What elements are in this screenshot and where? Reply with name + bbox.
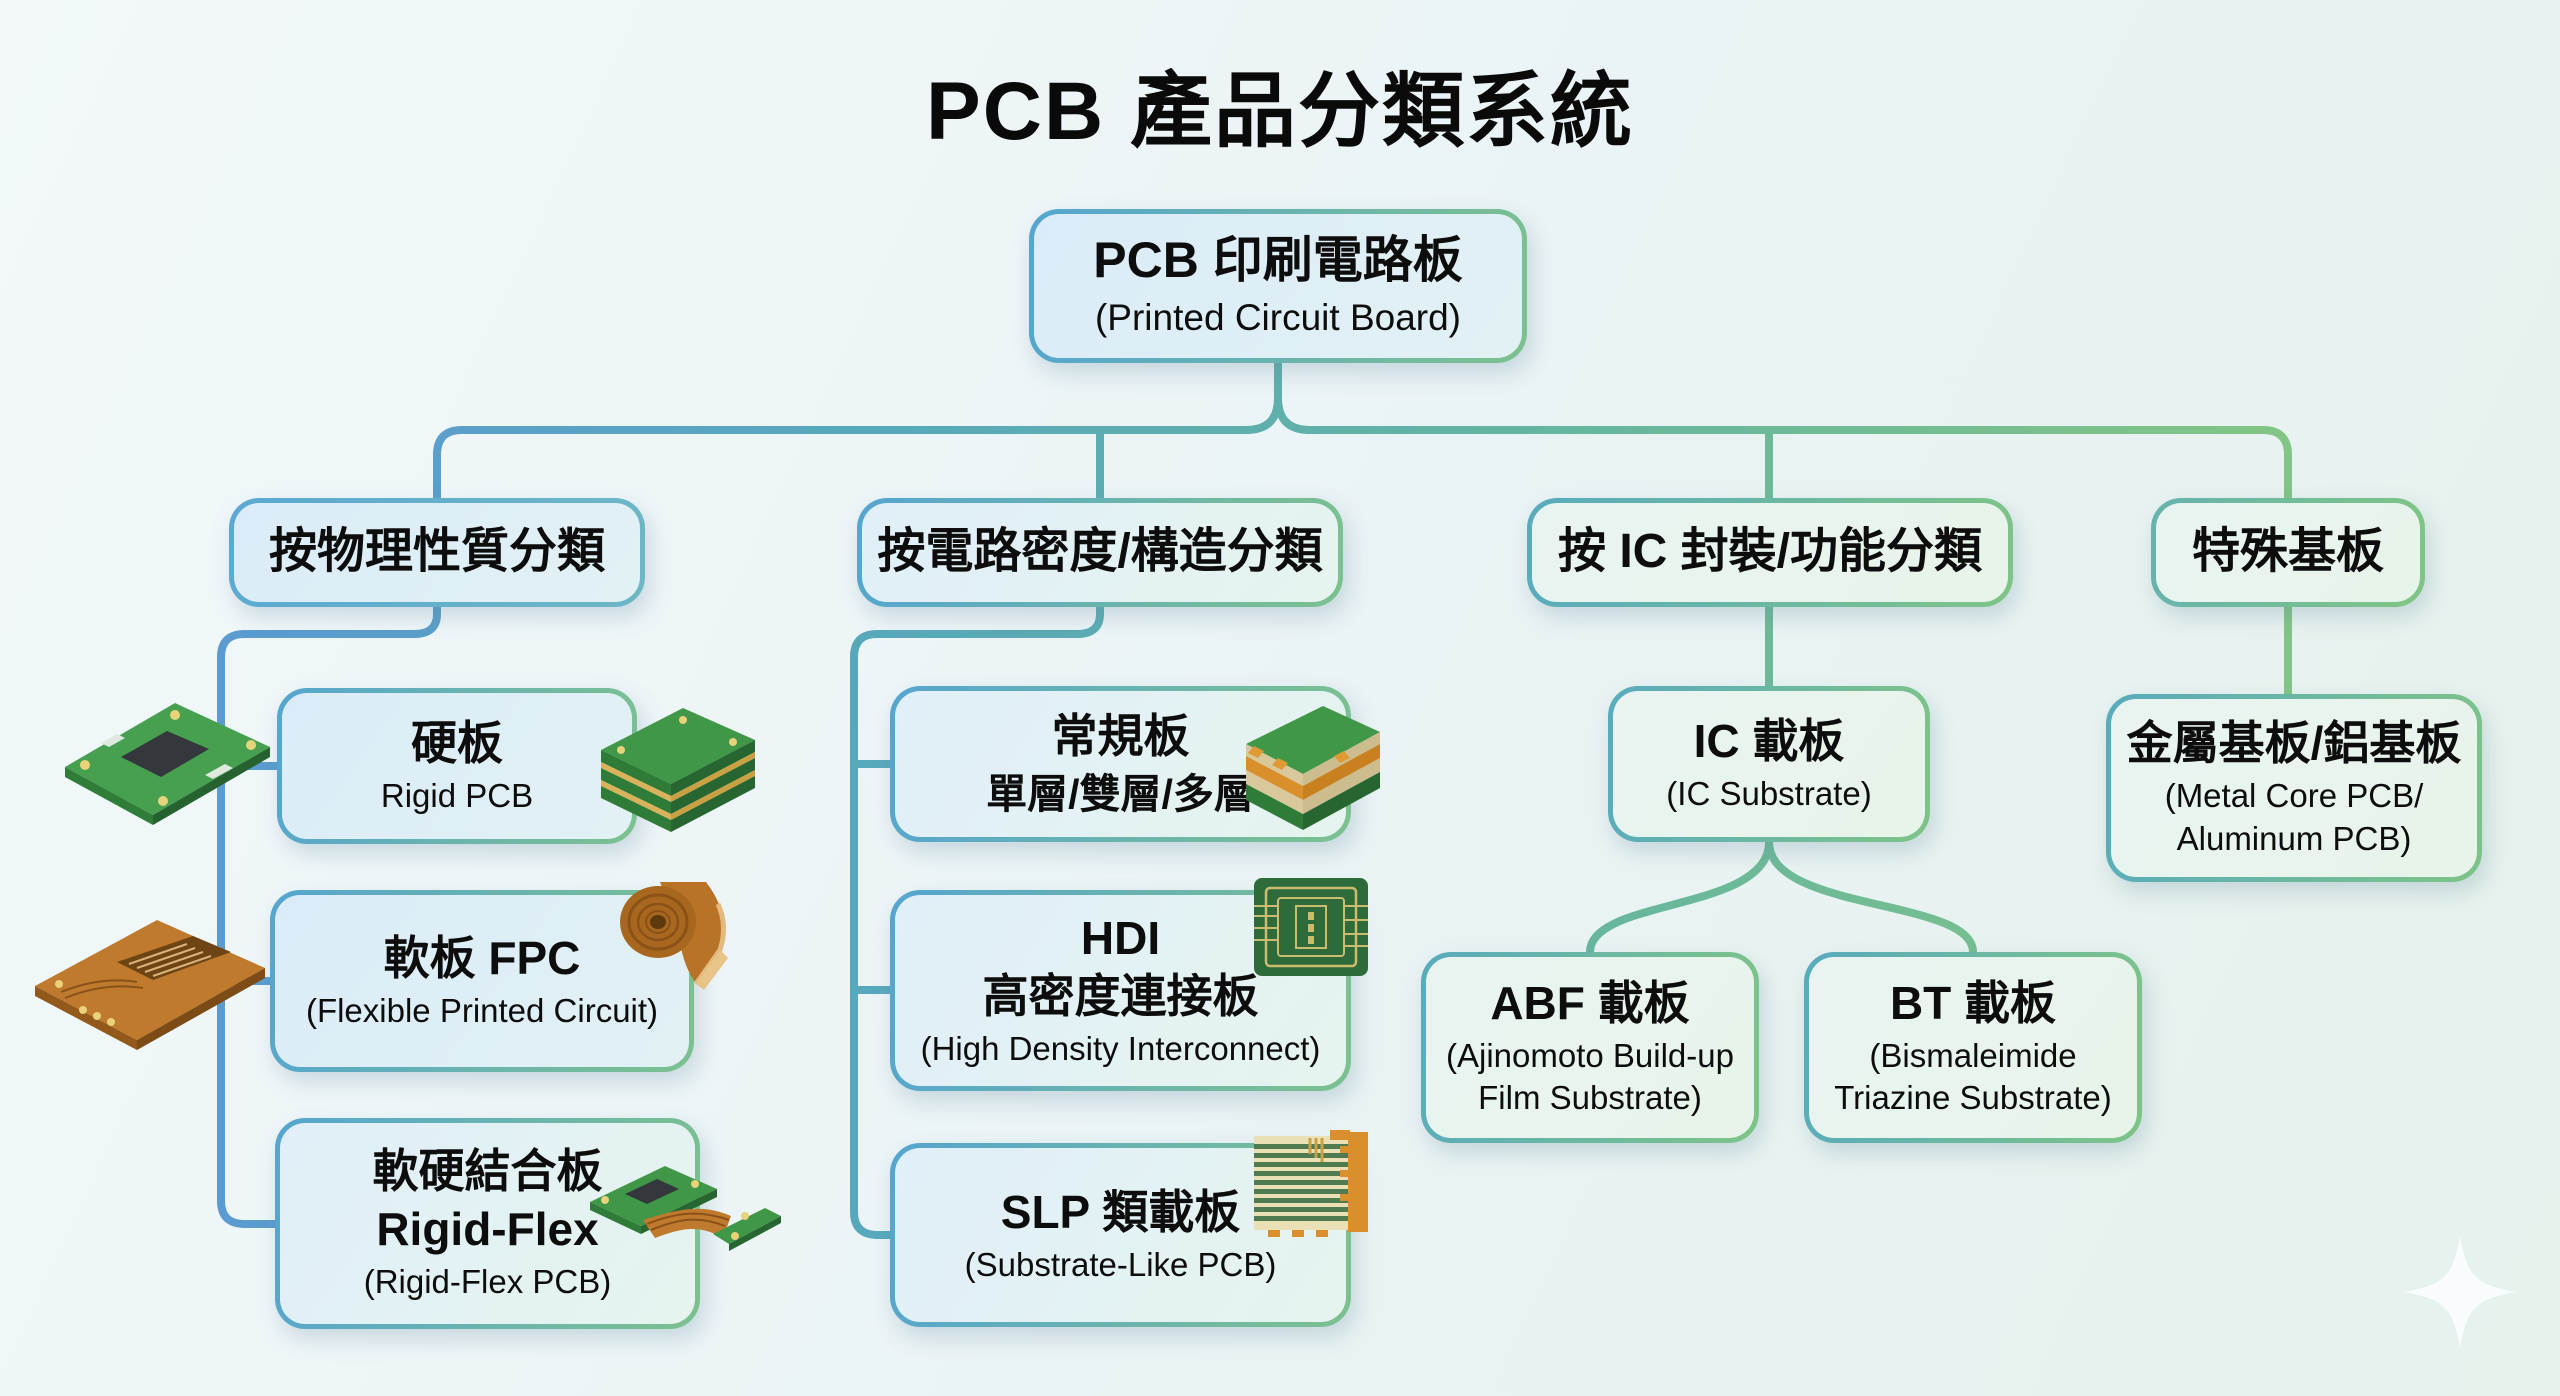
node-title: 硬板 (411, 716, 503, 769)
node-title: IC 載板 (1693, 714, 1845, 767)
slp-substrate-chip-icon (1252, 1130, 1370, 1238)
node-subtitle: (Rigid-Flex PCB) (363, 1263, 612, 1300)
node-subtitle: (Flexible Printed Circuit) (305, 991, 659, 1029)
node-title: 金屬基板/鋁基板 (2126, 717, 2462, 770)
node-title: HDI 高密度連接板 (982, 912, 1259, 1023)
node-subtitle: (Metal Core PCB/ Aluminum PCB) (2164, 777, 2424, 857)
green-pcb-board-icon (55, 683, 280, 843)
node-title: SLP 類載板 (1000, 1185, 1241, 1238)
node-subtitle: 單層/雙層/多層 (986, 771, 1255, 818)
copper-flex-roll-icon (610, 874, 750, 994)
sparkle-icon (2398, 1230, 2522, 1354)
header-physical-classification: 按物理性質分類 (229, 498, 645, 607)
multilayer-pcb-stack-icon (1238, 696, 1388, 856)
node-title: 常規板 (1051, 710, 1190, 763)
orange-flex-board-icon (25, 898, 275, 1063)
hdi-substrate-chip-icon (1252, 876, 1370, 978)
node-pcb-root: PCB 印刷電路板 (Printed Circuit Board) (1029, 209, 1527, 363)
node-title: PCB 印刷電路板 (1093, 232, 1463, 289)
header-label: 特殊基板 (2191, 525, 2384, 579)
node-ic-substrate: IC 載板 (IC Substrate) (1608, 686, 1930, 842)
green-pcb-stack-icon (593, 700, 763, 850)
header-ic-packaging-classification: 按 IC 封裝/功能分類 (1527, 498, 2013, 607)
header-label: 按 IC 封裝/功能分類 (1557, 525, 1982, 579)
node-subtitle: (Bismaleimide Triazine Substrate) (1834, 1036, 2112, 1117)
page-title: PCB 產品分類系統 (926, 66, 1634, 157)
node-abf-substrate: ABF 載板 (Ajinomoto Build-up Film Substrat… (1421, 952, 1759, 1143)
node-title: 軟板 FPC (383, 931, 581, 984)
node-bt-substrate: BT 載板 (Bismaleimide Triazine Substrate) (1804, 952, 2142, 1143)
node-rigid-pcb: 硬板 Rigid PCB (277, 688, 637, 844)
rigid-flex-board-icon (585, 1142, 785, 1287)
header-density-structure-classification: 按電路密度/構造分類 (857, 498, 1343, 607)
node-title: BT 載板 (1889, 976, 2057, 1029)
header-special-substrate: 特殊基板 (2151, 498, 2425, 607)
node-subtitle: (IC Substrate) (1666, 774, 1872, 812)
node-subtitle: (Printed Circuit Board) (1094, 297, 1461, 339)
header-label: 按電路密度/構造分類 (877, 525, 1323, 579)
node-title: ABF 載板 (1490, 976, 1690, 1029)
header-label: 按物理性質分類 (268, 525, 605, 579)
node-title: 軟硬結合板 Rigid-Flex (372, 1145, 603, 1256)
node-subtitle: (Substrate-Like PCB) (964, 1245, 1277, 1283)
node-subtitle: (High Density Interconnect) (920, 1030, 1321, 1067)
node-subtitle: Rigid PCB (380, 776, 534, 814)
node-metal-core-pcb: 金屬基板/鋁基板 (Metal Core PCB/ Aluminum PCB) (2106, 694, 2482, 882)
node-subtitle: (Ajinomoto Build-up Film Substrate) (1446, 1036, 1734, 1117)
